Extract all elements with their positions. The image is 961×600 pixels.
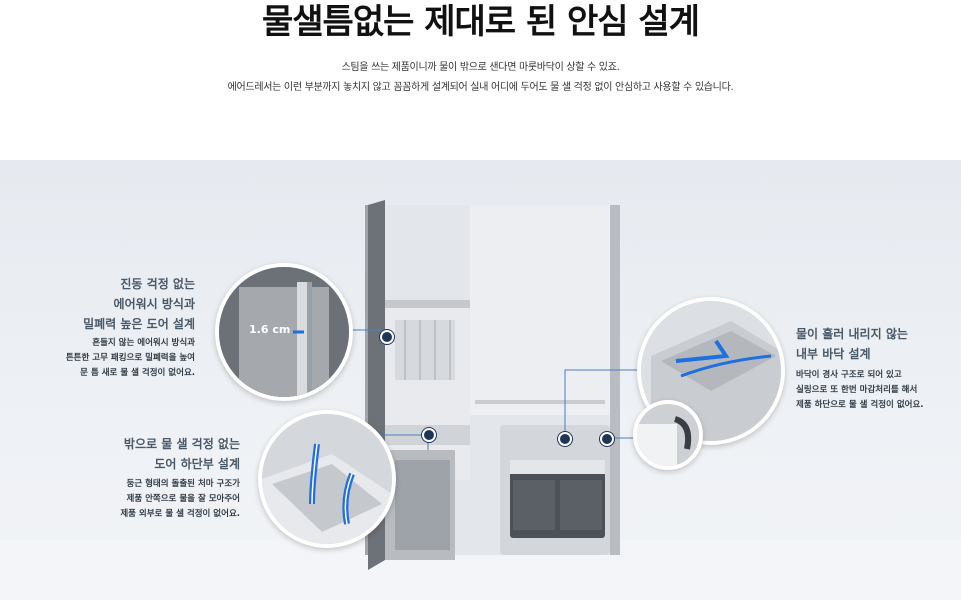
subtitle-line-2: 에어드레서는 이런 부분까지 놓치지 않고 꼼꼼하게 설계되어 실내 어디에 두… — [227, 82, 734, 93]
hotspot-door-seal[interactable] — [380, 330, 394, 344]
subtitle-line-1: 스팀을 쓰는 제품이니까 물이 밖으로 샌다면 마룻바닥이 상할 수 있죠. — [341, 62, 620, 73]
zoom-door-seal: 1.6 cm — [215, 263, 353, 401]
inner-floor-heading-line: 내부 바닥 설계 — [796, 347, 871, 361]
inner-floor-desc-line: 실링으로 또 한번 마감처리를 해서 — [796, 385, 918, 395]
zoom-inner-floor-seal — [633, 400, 703, 470]
header: 물샐틈없는 제대로 된 안심 설계 스팀을 쓰는 제품이니까 물이 밖으로 샌다… — [0, 0, 961, 160]
inner-floor-desc-line: 제품 하단으로 물 샐 걱정이 없어요. — [796, 400, 924, 410]
hotspot-inner-floor[interactable] — [558, 432, 572, 446]
door-seal-description: 흔들지 않는 에어워시 방식과 튼튼한 고무 패킹으로 밀폐력을 높여 문 틈 … — [20, 336, 195, 381]
door-bottom-heading-line: 도어 하단부 설계 — [154, 457, 240, 471]
door-bottom-heading-line: 밖으로 물 샐 걱정 없는 — [123, 437, 240, 451]
door-seal-desc-line: 문 틈 새로 물 샐 걱정이 없어요. — [80, 368, 195, 378]
page-title: 물샐틈없는 제대로 된 안심 설계 — [262, 2, 700, 42]
door-bottom-desc-line: 둥근 형태의 돌출된 처마 구조가 — [126, 479, 241, 489]
door-bottom-description: 둥근 형태의 돌출된 처마 구조가 제품 안쪽으로 물을 잘 모아주어 제품 외… — [40, 477, 240, 522]
door-seal-desc-line: 튼튼한 고무 패킹으로 밀폐력을 높여 — [65, 353, 195, 363]
door-bottom-heading: 밖으로 물 샐 걱정 없는 도어 하단부 설계 — [40, 434, 240, 474]
zoom-door-bottom — [258, 410, 396, 548]
door-bottom-desc-line: 제품 외부로 물 샐 걱정이 없어요. — [120, 509, 240, 519]
door-bottom-desc-line: 제품 안쪽으로 물을 잘 모아주어 — [126, 494, 241, 504]
inner-floor-description: 바닥이 경사 구조로 되어 있고 실링으로 또 한번 마감처리를 해서 제품 하… — [796, 368, 956, 413]
gap-measure-label: 1.6 cm — [249, 323, 291, 336]
door-seal-desc-line: 흔들지 않는 에어워시 방식과 — [92, 338, 195, 348]
hotspot-inner-floor-seal[interactable] — [600, 432, 614, 446]
inner-floor-desc-line: 바닥이 경사 구조로 되어 있고 — [796, 370, 902, 380]
door-seal-detail — [219, 267, 349, 397]
product-illustration-area: 1.6 cm 진동 걱정 없는 에 — [0, 160, 961, 600]
airdresser-illustration — [0, 200, 961, 600]
door-bottom-detail — [262, 414, 392, 544]
door-seal-heading-line: 밀폐력 높은 도어 설계 — [83, 317, 195, 331]
seal-detail — [637, 404, 699, 466]
inner-floor-heading: 물이 흘러 내리지 않는 내부 바닥 설계 — [796, 324, 956, 364]
door-seal-heading-line: 진동 걱정 없는 — [120, 277, 195, 291]
door-seal-heading: 진동 걱정 없는 에어워시 방식과 밀폐력 높은 도어 설계 — [30, 274, 195, 334]
door-seal-heading-line: 에어워시 방식과 — [113, 297, 195, 311]
hotspot-door-bottom[interactable] — [422, 428, 436, 442]
inner-floor-heading-line: 물이 흘러 내리지 않는 — [796, 327, 908, 341]
